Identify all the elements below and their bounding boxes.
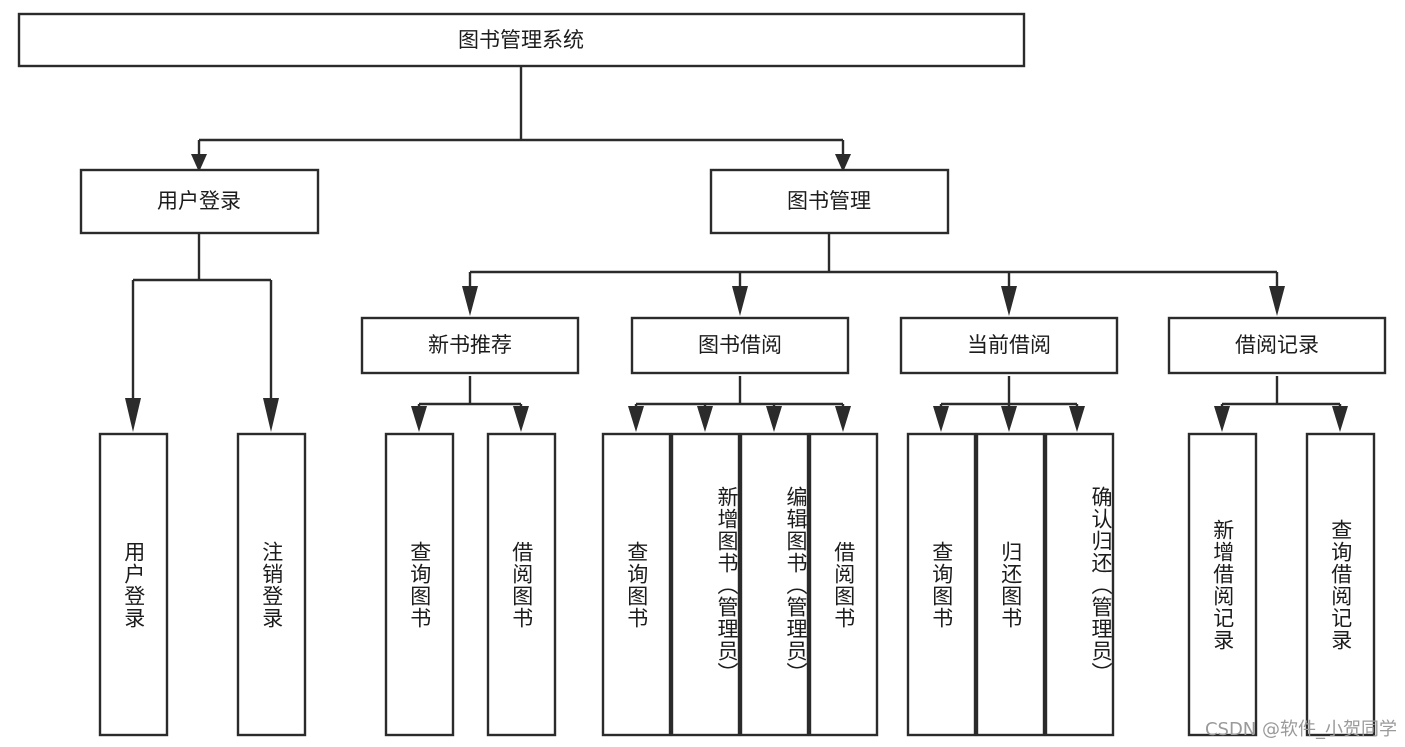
node-leaf-return-book[interactable] [975, 432, 1046, 737]
node-user-login[interactable]: 用户登录 [79, 168, 320, 235]
csdn-watermark: CSDN @软件_小贺同学 [1204, 719, 1397, 740]
node-book-borrow[interactable]: 图书借阅 [630, 316, 850, 375]
connector-group-borrowrecord-to-leaves [1214, 376, 1348, 432]
node-leaf-logout-login[interactable] [236, 432, 307, 737]
node-current-borrow-label: 当前借阅 [967, 333, 1051, 357]
node-leaf-confirm-return-admin[interactable] [1044, 432, 1115, 737]
node-root-system-label: 图书管理系统 [458, 28, 584, 52]
node-borrow-record[interactable]: 借阅记录 [1167, 316, 1387, 375]
node-root-system[interactable]: 图书管理系统 [17, 12, 1026, 68]
node-borrow-record-label: 借阅记录 [1235, 333, 1319, 357]
node-user-login-label: 用户登录 [157, 189, 241, 213]
node-leaf-add-borrow-record[interactable] [1187, 432, 1258, 737]
connector-group-newbook-to-leaves [411, 376, 529, 432]
node-leaf-edit-book-admin[interactable] [739, 432, 810, 737]
node-leaf-query-borrow-record[interactable] [1305, 432, 1376, 737]
node-current-borrow[interactable]: 当前借阅 [899, 316, 1119, 375]
connector-group-bookborrow-to-leaves [628, 376, 851, 432]
node-leaf-add-book-admin[interactable] [670, 432, 741, 737]
node-leaf-query-book-borrow[interactable] [601, 432, 672, 737]
connector-group-bookmgmt-to-level3 [462, 233, 1285, 316]
node-new-book-recommend[interactable]: 新书推荐 [360, 316, 580, 375]
connector-group-currentborrow-to-leaves [933, 376, 1085, 432]
node-book-management[interactable]: 图书管理 [709, 168, 950, 235]
node-leaf-borrow-book[interactable] [808, 432, 879, 737]
node-leaf-query-book-recommend[interactable] [384, 432, 455, 737]
node-book-borrow-label: 图书借阅 [698, 333, 782, 357]
connector-group-root-to-level2 [191, 66, 851, 172]
node-leaf-borrow-book-recommend[interactable] [486, 432, 557, 737]
node-new-book-recommend-label: 新书推荐 [428, 333, 512, 357]
node-leaf-user-login[interactable] [98, 432, 169, 737]
node-book-management-label: 图书管理 [787, 189, 871, 213]
connector-group-userlogin-to-leaves [125, 233, 279, 432]
node-leaf-query-book-current[interactable] [906, 432, 977, 737]
